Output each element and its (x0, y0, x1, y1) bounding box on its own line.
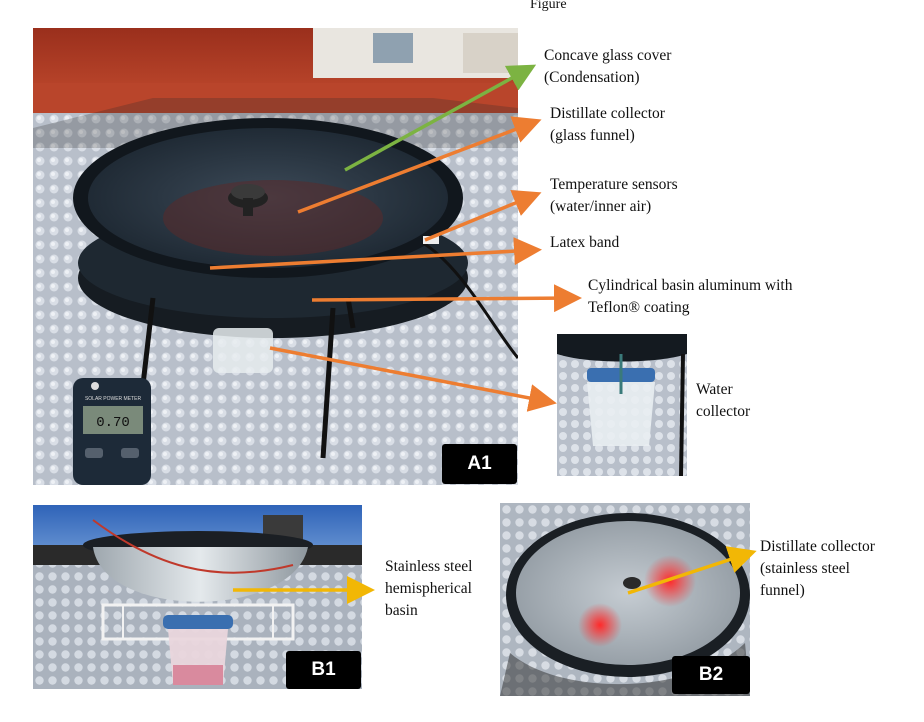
label-temperature-sensors: Temperature sensors (water/inner air) (550, 176, 678, 215)
label-concave-glass-cover: Concave glass cover (Condensation) (544, 47, 672, 86)
figure-top-text: Figure (530, 0, 567, 12)
photo-b1 (33, 505, 362, 689)
label-stainless-steel-basin: Stainless steel hemispherical basin (385, 558, 473, 619)
meter-brand: SOLAR POWER METER (85, 396, 142, 402)
label-stainless-distillate-collector: Distillate collector (stainless steel fu… (760, 538, 875, 599)
badge-b1: B1 (286, 651, 361, 689)
photo-a1: 0.70 SOLAR POWER METER (33, 28, 518, 485)
label-water-collector: Water collector (696, 381, 751, 420)
label-latex-band: Latex band (550, 234, 620, 251)
label-distillate-collector: Distillate collector (glass funnel) (550, 105, 665, 144)
badge-a1: A1 (442, 444, 517, 484)
meter-display: 0.70 (96, 415, 130, 431)
label-cylindrical-basin: Cylindrical basin aluminum with Teflon® … (588, 277, 793, 316)
photo-water-collector-inset (557, 334, 687, 476)
badge-b2: B2 (672, 656, 750, 694)
